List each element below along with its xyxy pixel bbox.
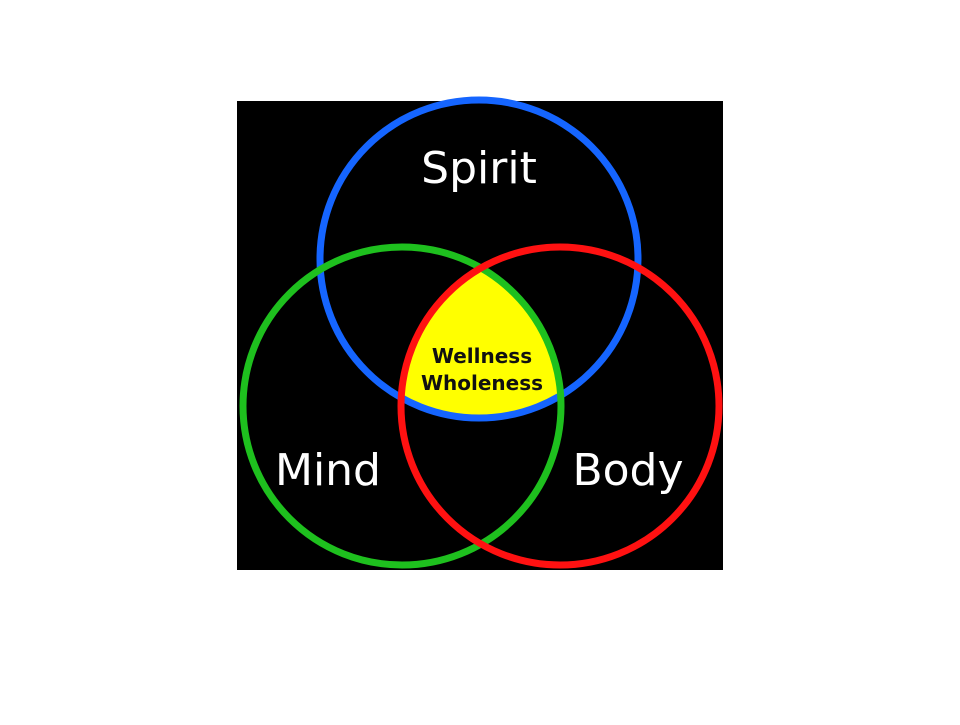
body-label: Body xyxy=(572,445,683,496)
mind-label: Mind xyxy=(275,445,381,496)
wellness-label: Wellness xyxy=(432,344,532,368)
spirit-circle xyxy=(316,96,642,422)
mind-circle xyxy=(239,243,565,569)
spirit-label: Spirit xyxy=(421,143,537,194)
wholeness-label: Wholeness xyxy=(421,371,543,395)
body-circle xyxy=(397,243,723,569)
